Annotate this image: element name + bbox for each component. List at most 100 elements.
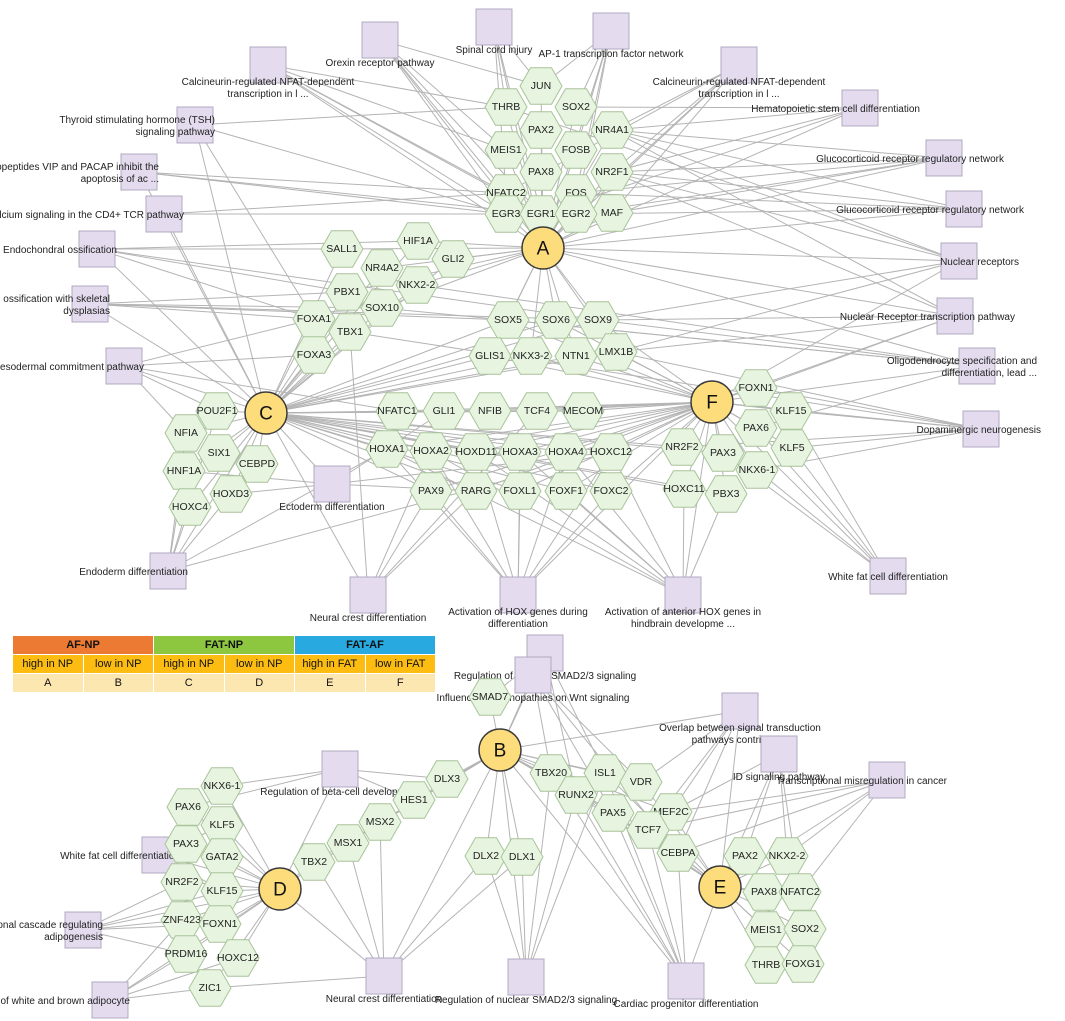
gene-label: DLX3	[434, 773, 460, 785]
network-edge	[123, 318, 315, 367]
gene-label: NKX6-1	[739, 464, 776, 476]
pathway-term-box	[940, 242, 978, 280]
gene-node: SOX2	[554, 88, 598, 126]
network-edge	[89, 303, 267, 414]
network-edge	[677, 852, 687, 982]
pathway-term-node: Dopaminergic neurogenesis	[916, 410, 1041, 448]
network-edge	[267, 64, 507, 151]
pathway-term-label: Influence of laminopathies on Wnt signal…	[437, 693, 630, 704]
gene-hexagon	[783, 910, 827, 948]
gene-node: HIF1A	[396, 222, 440, 260]
gene-label: TBX2	[301, 856, 327, 868]
network-edge	[96, 240, 419, 250]
pathway-term-box	[868, 761, 906, 799]
pathway-term-node: Thyroid stimulating hormone (TSH)signali…	[59, 106, 215, 144]
gene-hexagon	[594, 333, 638, 371]
gene-node: KLF15	[769, 392, 813, 430]
gene-hexagon	[626, 811, 670, 849]
gene-hexagon	[583, 754, 627, 792]
network-edge	[565, 401, 713, 453]
gene-label: FOXF1	[549, 485, 583, 497]
network-edge	[611, 157, 945, 214]
pathway-term-node: White fat cell differentiation	[828, 557, 948, 595]
legend-sub: low in FAT	[364, 654, 436, 674]
gene-hexagon	[292, 336, 336, 374]
gene-label: NKX3-2	[513, 350, 550, 362]
pathway-term-node: Cardiac progenitor differentiation	[614, 962, 758, 1010]
pathway-term-node: Transcriptional cascade regulatingadipog…	[0, 911, 103, 949]
gene-label: SMAD7	[472, 691, 508, 703]
pathway-term-node: Influence of laminopathies on Wnt signal…	[437, 656, 630, 704]
pathway-term-box	[71, 285, 109, 323]
gene-label: KLF5	[779, 442, 804, 454]
gene-label: KLF15	[207, 885, 238, 897]
pathway-term-label: White fat cell differentiation	[828, 572, 948, 583]
pathway-term-node: Neuropeptides VIP and PACAP inhibit thea…	[0, 153, 159, 191]
gene-node: PAX9	[409, 472, 453, 510]
gene-hexagon	[704, 475, 748, 513]
gene-label: HOXC4	[172, 501, 208, 513]
gene-node: SALL1	[320, 230, 364, 268]
gene-label: PBX3	[713, 488, 740, 500]
network-edge	[349, 331, 982, 430]
gene-node: PAX3	[164, 825, 208, 863]
network-edge	[611, 64, 740, 131]
pathway-term-node: Regulation of nuclear SMAD2/3 signaling	[435, 958, 617, 1006]
gene-label: FOXC2	[593, 485, 628, 497]
gene-hexagon	[701, 434, 745, 472]
gene-label: FOXL1	[503, 485, 536, 497]
gene-label: ISL1	[594, 767, 616, 779]
network-edge	[416, 284, 978, 367]
pathway-term-box	[869, 557, 907, 595]
gene-hexagon	[195, 392, 239, 430]
gene-label: FOXA1	[297, 313, 332, 325]
gene-label: VDR	[630, 776, 653, 788]
gene-node: FOXA3	[292, 336, 336, 374]
gene-hexagon	[468, 392, 512, 430]
pathway-term-label: Neural crest differentiation	[310, 613, 427, 624]
gene-label: PRDM16	[165, 948, 208, 960]
gene-label: HES1	[400, 794, 428, 806]
hub-label: D	[273, 880, 287, 901]
hub-circle	[521, 226, 565, 270]
gene-hexagon	[509, 337, 553, 375]
pathway-term-box	[499, 576, 537, 614]
gene-node: RUNX2	[554, 776, 598, 814]
gene-label: EGR1	[527, 208, 556, 220]
pathway-term-label: Glucocorticoid receptor regulatory netwo…	[836, 205, 1025, 216]
gene-hexagon	[770, 429, 814, 467]
gene-node: TBX2	[292, 843, 336, 881]
gene-label: HNF1A	[167, 465, 201, 477]
pathway-term-label: Transcriptional cascade regulatingadipog…	[0, 920, 103, 943]
network-edge	[194, 124, 507, 215]
gene-hexagon	[498, 472, 542, 510]
gene-node: RARG	[454, 472, 498, 510]
gene-hexagon	[544, 472, 588, 510]
pathway-term-box	[321, 750, 359, 788]
pathway-term-box	[361, 21, 399, 59]
gene-hexagon	[409, 432, 453, 470]
network-edge	[349, 331, 369, 596]
pathway-term-node: Endochondral ossification with skeletald…	[0, 285, 110, 323]
pathway-term-node: Neural crest differentiation	[310, 576, 427, 624]
gene-label: PAX6	[743, 422, 769, 434]
network-edge	[615, 315, 956, 353]
gene-label: MSX1	[334, 837, 363, 849]
gene-label: JUN	[531, 80, 551, 92]
gene-hexagon	[589, 433, 633, 471]
network-edge	[542, 247, 978, 367]
network-edge	[194, 124, 315, 320]
hub-circle	[478, 728, 522, 772]
gene-hexagon	[168, 488, 212, 526]
pathway-term-node: White fat cell differentiation	[60, 836, 180, 874]
gene-hexagon	[734, 409, 778, 447]
gene-node: THRB	[484, 88, 528, 126]
gene-hexagon	[292, 843, 336, 881]
network-edge	[82, 890, 223, 931]
gene-node: PAX6	[734, 409, 778, 447]
gene-hexagon	[554, 195, 598, 233]
gene-node: SOX10	[360, 289, 404, 327]
